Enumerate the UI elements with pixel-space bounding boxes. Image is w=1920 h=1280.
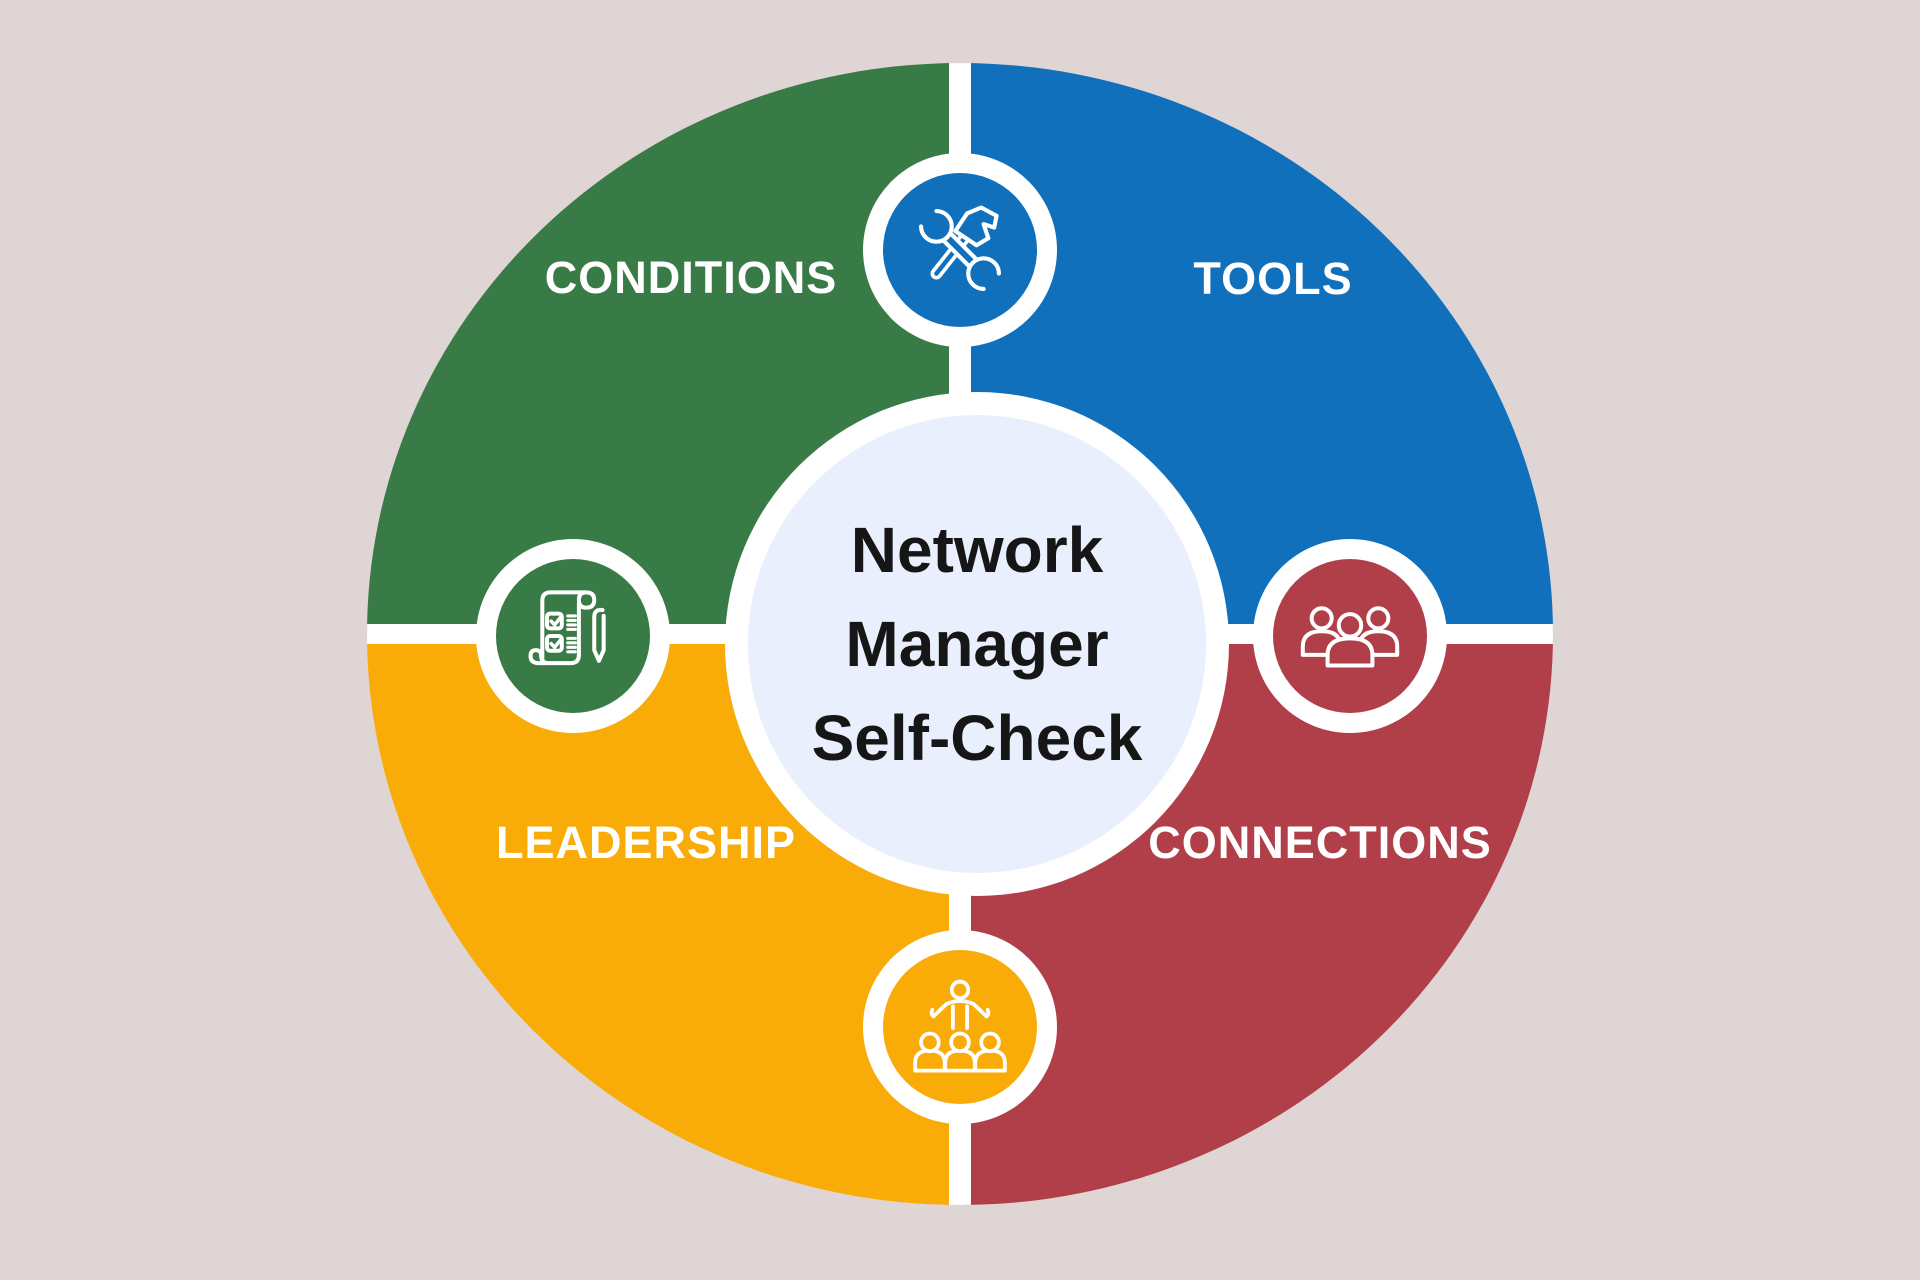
- presenter-glyph: [929, 979, 991, 1031]
- audience-glyph: [913, 1031, 1007, 1073]
- connections-badge-core: [1273, 559, 1427, 713]
- center-title-line-3: Self-Check: [811, 702, 1143, 774]
- people-group-icon: [1300, 606, 1400, 668]
- center-title-line-2: Manager: [845, 608, 1109, 680]
- quadrant-label-leadership: LEADERSHIP: [495, 817, 797, 868]
- self-check-wheel: CONDITIONS TOOLS LEADERSHIP CONNECTIONS: [367, 63, 1553, 1205]
- conditions-badge-core: [496, 559, 650, 713]
- quadrant-label-tools: TOOLS: [1193, 253, 1353, 304]
- tools-badge-core: [883, 173, 1037, 327]
- quadrant-label-conditions: CONDITIONS: [544, 252, 838, 303]
- conditions-badge: [476, 539, 670, 733]
- checklist-scroll-icon: [528, 590, 606, 666]
- hammer-wrench-icon: [918, 205, 1002, 292]
- tools-badge: [863, 153, 1057, 347]
- checklist-rows-glyph: [545, 611, 577, 654]
- center-medallion-core: Network Manager Self-Check: [748, 415, 1206, 873]
- scroll-glyph: [528, 590, 597, 666]
- quadrant-label-connections: CONNECTIONS: [1148, 817, 1492, 868]
- pen-glyph: [592, 607, 606, 663]
- leadership-badge-core: [883, 950, 1037, 1104]
- center-title-line-1: Network: [850, 514, 1104, 586]
- presenter-audience-icon: [913, 979, 1007, 1073]
- leadership-badge: [863, 930, 1057, 1124]
- connections-badge: [1253, 539, 1447, 733]
- center-medallion: Network Manager Self-Check: [725, 392, 1229, 896]
- wrench-glyph: [918, 208, 1002, 292]
